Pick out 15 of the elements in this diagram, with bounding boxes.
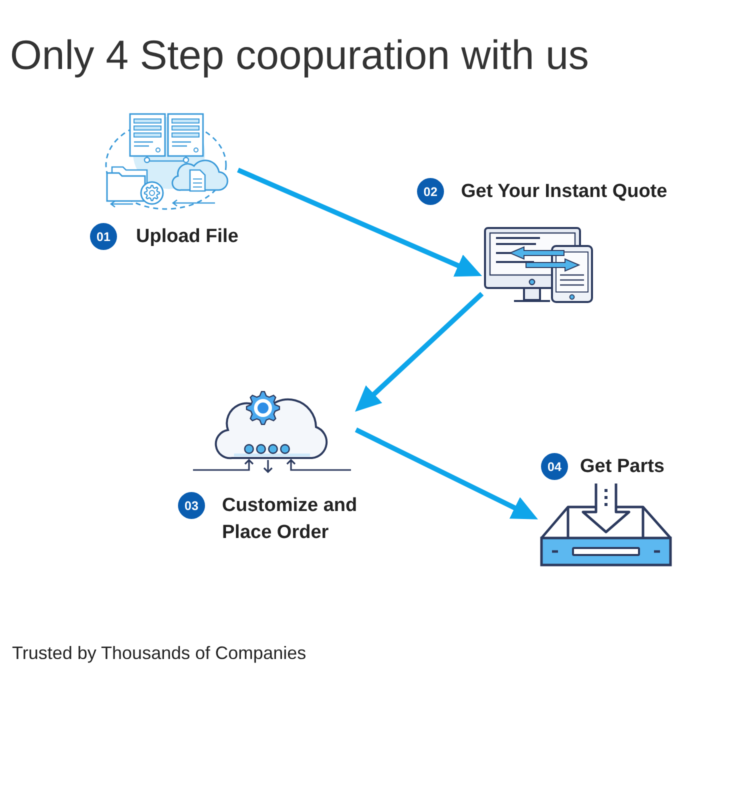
step-number: 04 (541, 453, 568, 480)
step-title: Customize and Place Order (222, 494, 358, 545)
step-number: 02 (417, 178, 444, 205)
arrow (237, 168, 482, 277)
computer-tablet-illustration (484, 225, 594, 304)
step-title: Get Your Instant Quote (461, 180, 668, 204)
section-heading: Trusted by Thousands of Companies (12, 643, 306, 665)
step-number: 03 (178, 492, 205, 519)
arrow (354, 428, 538, 520)
step-title: Get Parts (580, 455, 664, 479)
title: Only 4 Step coopuration with us (10, 31, 589, 80)
step-number: 01 (90, 223, 117, 250)
download-tray-illustration (540, 482, 672, 567)
step-title: Upload File (136, 225, 238, 249)
arrow (355, 292, 484, 412)
